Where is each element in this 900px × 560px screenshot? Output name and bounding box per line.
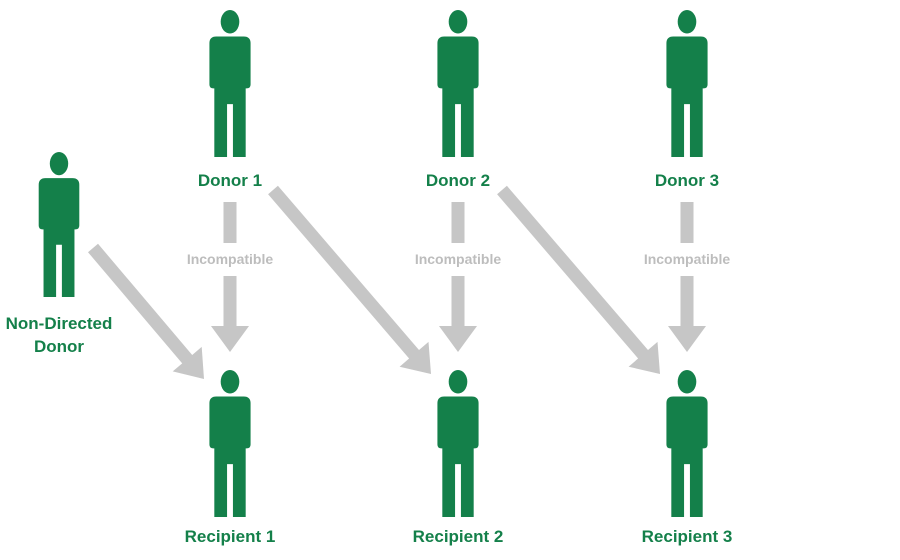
recipient-1: Recipient 1 (185, 370, 276, 546)
person-icon (666, 10, 708, 157)
donor-3-label: Donor 3 (655, 171, 719, 190)
person-icon (437, 10, 479, 157)
recipient-1-label: Recipient 1 (185, 527, 276, 546)
donor-1: Donor 1 (198, 10, 262, 190)
non-directed-donor-label-line1: Non-Directed (6, 314, 113, 333)
person-icon (209, 10, 251, 157)
arrow-donor-1-to-recipient-2 (268, 185, 431, 374)
recipient-3-label: Recipient 3 (642, 527, 733, 546)
donor-1-label: Donor 1 (198, 171, 262, 190)
non-directed-donor: Non-Directed Donor (6, 152, 113, 356)
arrow-non-directed-to-recipient-1 (88, 243, 204, 379)
arrow-donor-2-to-recipient-3 (497, 185, 660, 374)
person-icon (666, 370, 708, 517)
person-icon (38, 152, 80, 297)
incompatible-label-3: Incompatible (644, 251, 731, 267)
non-directed-donor-label-line2: Donor (34, 337, 84, 356)
donor-3: Donor 3 (655, 10, 719, 190)
arrow-donor-2-incompatible-stem (451, 202, 465, 243)
arrow-donor-2-to-recipient-2 (439, 276, 477, 352)
arrows-layer (88, 185, 706, 379)
incompatible-label-1: Incompatible (187, 251, 274, 267)
incompatible-label-2: Incompatible (415, 251, 502, 267)
donor-2-label: Donor 2 (426, 171, 490, 190)
arrow-donor-1-incompatible-stem (223, 202, 237, 243)
person-icon (209, 370, 251, 517)
recipient-2-label: Recipient 2 (413, 527, 504, 546)
donor-2: Donor 2 (426, 10, 490, 190)
arrow-donor-3-incompatible-stem (680, 202, 694, 243)
recipient-3: Recipient 3 (642, 370, 733, 546)
recipient-2: Recipient 2 (413, 370, 504, 546)
person-icon (437, 370, 479, 517)
arrow-donor-1-to-recipient-1 (211, 276, 249, 352)
arrow-donor-3-to-recipient-3 (668, 276, 706, 352)
